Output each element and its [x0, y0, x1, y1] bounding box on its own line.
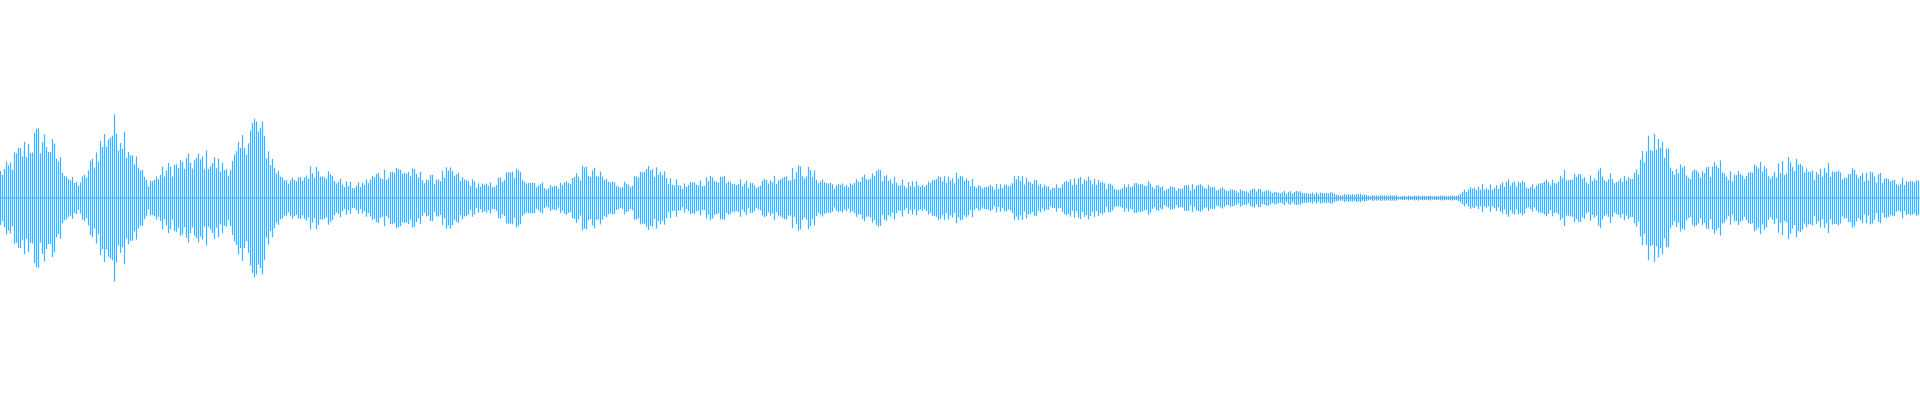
waveform-bars: [0, 114, 1920, 282]
